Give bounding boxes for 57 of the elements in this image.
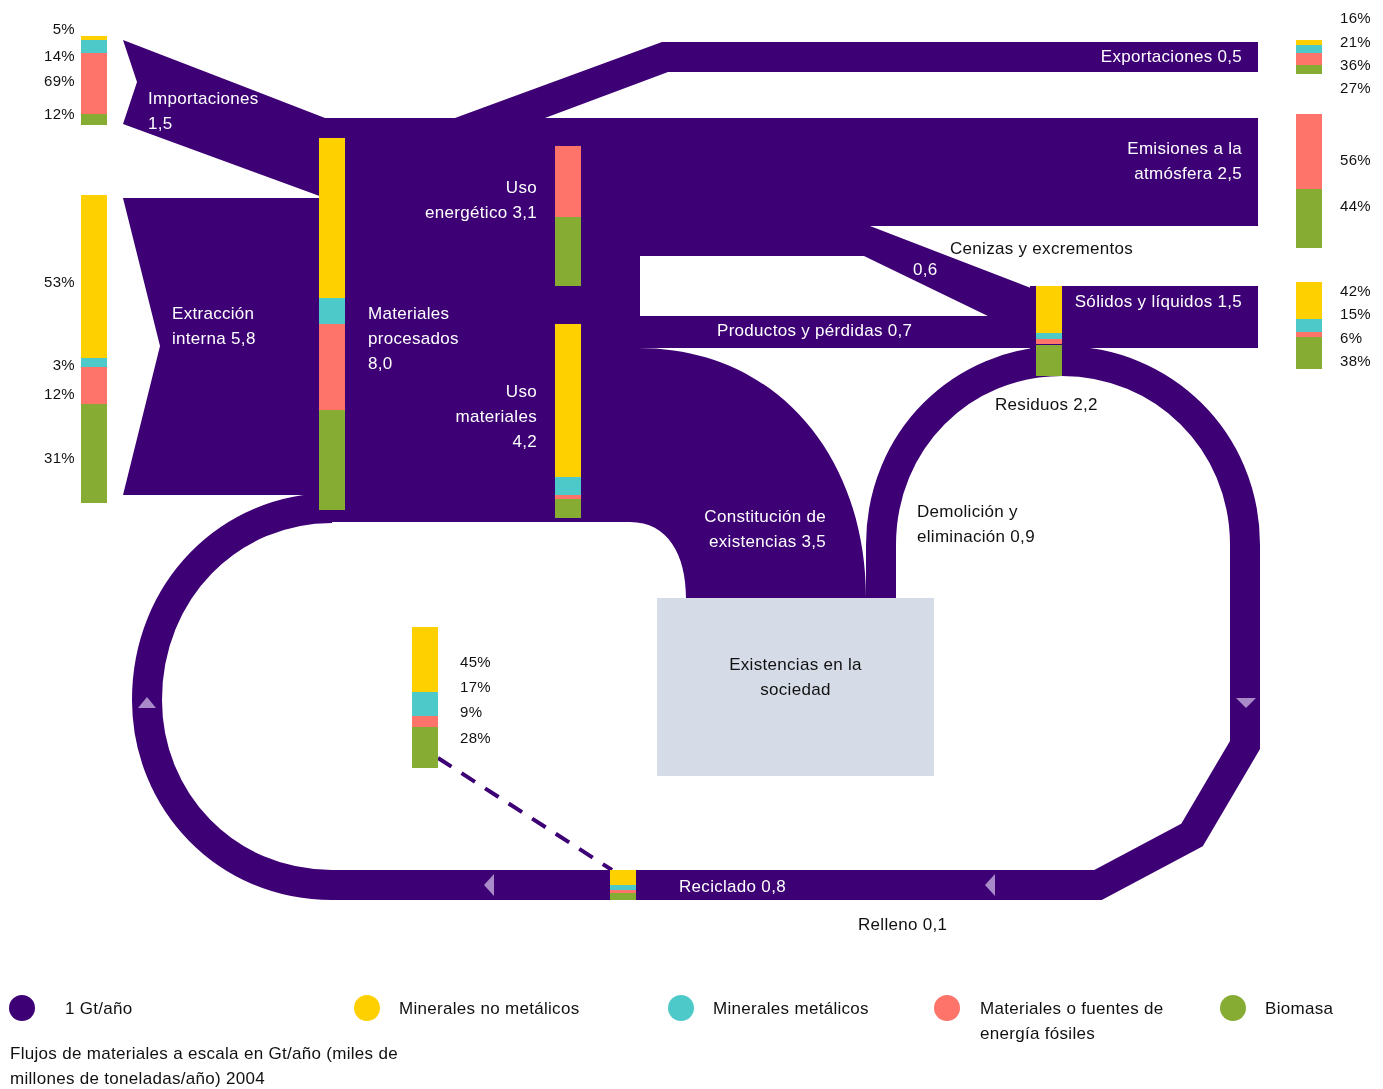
legend-label: Biomasa <box>1265 998 1334 1020</box>
flow-label: Exportaciones 0,5 <box>1100 46 1242 68</box>
percentage-label: 16% <box>1340 9 1371 27</box>
percentage-label: 31% <box>44 449 75 467</box>
percentage-label: 12% <box>44 385 75 403</box>
caption: Flujos de materiales a escala en Gt/año (miles de millones de toneladas/año) 2004 <box>10 1043 399 1089</box>
percentage-label: 36% <box>1340 56 1371 74</box>
node-label: Existencias en la sociedad <box>728 654 863 701</box>
percentage-label: 21% <box>1340 33 1371 51</box>
percentage-label: 3% <box>52 356 75 374</box>
stacked-bar <box>1296 114 1322 248</box>
stacked-bar <box>610 870 636 900</box>
percentage-label: 15% <box>1340 305 1371 323</box>
stacked-bar <box>1296 282 1322 369</box>
flow-label: Emisiones a la atmósfera 2,5 <box>1126 138 1242 185</box>
flow-label: Constitución de existencias 3,5 <box>703 506 826 553</box>
legend-label: Materiales o fuentes de energía fósiles <box>980 998 1165 1045</box>
percentage-label: 45% <box>460 653 491 671</box>
percentage-label: 9% <box>460 703 483 721</box>
flow-label: Sólidos y líquidos 1,5 <box>1073 291 1242 313</box>
percentage-label: 56% <box>1340 151 1371 169</box>
stock-box <box>657 598 934 776</box>
percentage-label: 69% <box>44 72 75 90</box>
flow-label: Uso energético 3,1 <box>424 177 537 224</box>
percentage-label: 27% <box>1340 79 1371 97</box>
flow-label: Demolición y eliminación 0,9 <box>917 501 1036 548</box>
stacked-bar <box>81 195 107 503</box>
stacked-bar <box>555 324 581 518</box>
legend-label: Minerales metálicos <box>713 998 869 1020</box>
percentage-label: 28% <box>460 729 491 747</box>
flow-label: Uso materiales 4,2 <box>454 381 537 453</box>
stacked-bar <box>555 146 581 286</box>
percentage-label: 38% <box>1340 352 1371 370</box>
percentage-label: 14% <box>44 47 75 65</box>
flow-label: Residuos 2,2 <box>995 394 1098 416</box>
percentage-label: 6% <box>1340 329 1363 347</box>
legend-label: 1 Gt/año <box>65 998 133 1020</box>
percentage-label: 44% <box>1340 197 1371 215</box>
flow-label: Importaciones 1,5 <box>148 88 260 135</box>
flow-label: Relleno 0,1 <box>858 914 948 936</box>
flow-label: Extracción interna 5,8 <box>172 303 257 350</box>
flow-label: 0,6 <box>913 259 938 281</box>
percentage-label: 12% <box>44 105 75 123</box>
percentage-label: 53% <box>44 273 75 291</box>
stacked-bar <box>81 36 107 125</box>
flow-label: Productos y pérdidas 0,7 <box>717 320 913 342</box>
flow-label: Materiales procesados 8,0 <box>368 303 460 375</box>
percentage-label: 17% <box>460 678 491 696</box>
legend-label: Minerales no metálicos <box>399 998 580 1020</box>
stacked-bar <box>319 138 345 510</box>
stacked-bar <box>412 627 438 768</box>
flow-label: Reciclado 0,8 <box>679 876 786 898</box>
percentage-label: 5% <box>52 20 75 38</box>
stacked-bar <box>1296 40 1322 74</box>
flow-label: Cenizas y excrementos <box>950 238 1133 260</box>
percentage-label: 42% <box>1340 282 1371 300</box>
stacked-bar <box>1036 286 1062 376</box>
